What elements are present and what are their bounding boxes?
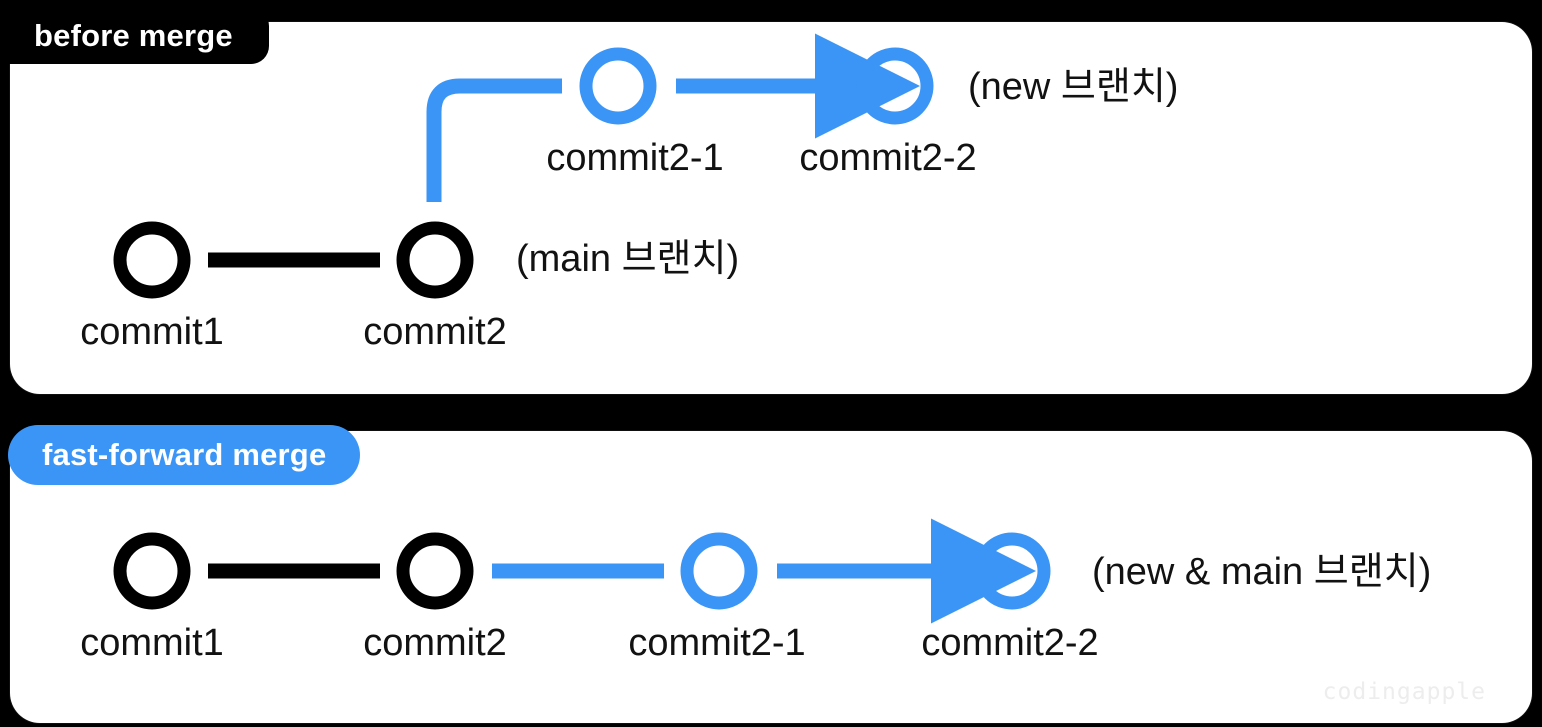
- label-commit2-2-bottom: commit2-2: [921, 622, 1099, 664]
- branch-label-main: (main 브랜치): [516, 238, 740, 280]
- badge-before-merge: before merge: [0, 8, 269, 64]
- label-commit2-1-bottom: commit2-1: [628, 622, 806, 664]
- badge-fast-forward-merge: fast-forward merge: [8, 425, 361, 485]
- label-commit2-1-top: commit2-1: [546, 137, 724, 179]
- label-commit1-bottom: commit1: [80, 622, 224, 664]
- watermark: codingapple: [1322, 679, 1486, 705]
- panel-before-merge: [10, 22, 1532, 394]
- badge-before-merge-label: before merge: [34, 18, 233, 53]
- label-commit1-top: commit1: [80, 311, 224, 353]
- branch-label-new-and-main: (new & main 브랜치): [1092, 551, 1432, 593]
- branch-label-new: (new 브랜치): [968, 66, 1179, 108]
- label-commit2-top: commit2: [363, 311, 507, 353]
- label-commit2-2-top: commit2-2: [799, 137, 977, 179]
- label-commit2-bottom: commit2: [363, 622, 507, 664]
- badge-fast-forward-merge-label: fast-forward merge: [42, 437, 327, 472]
